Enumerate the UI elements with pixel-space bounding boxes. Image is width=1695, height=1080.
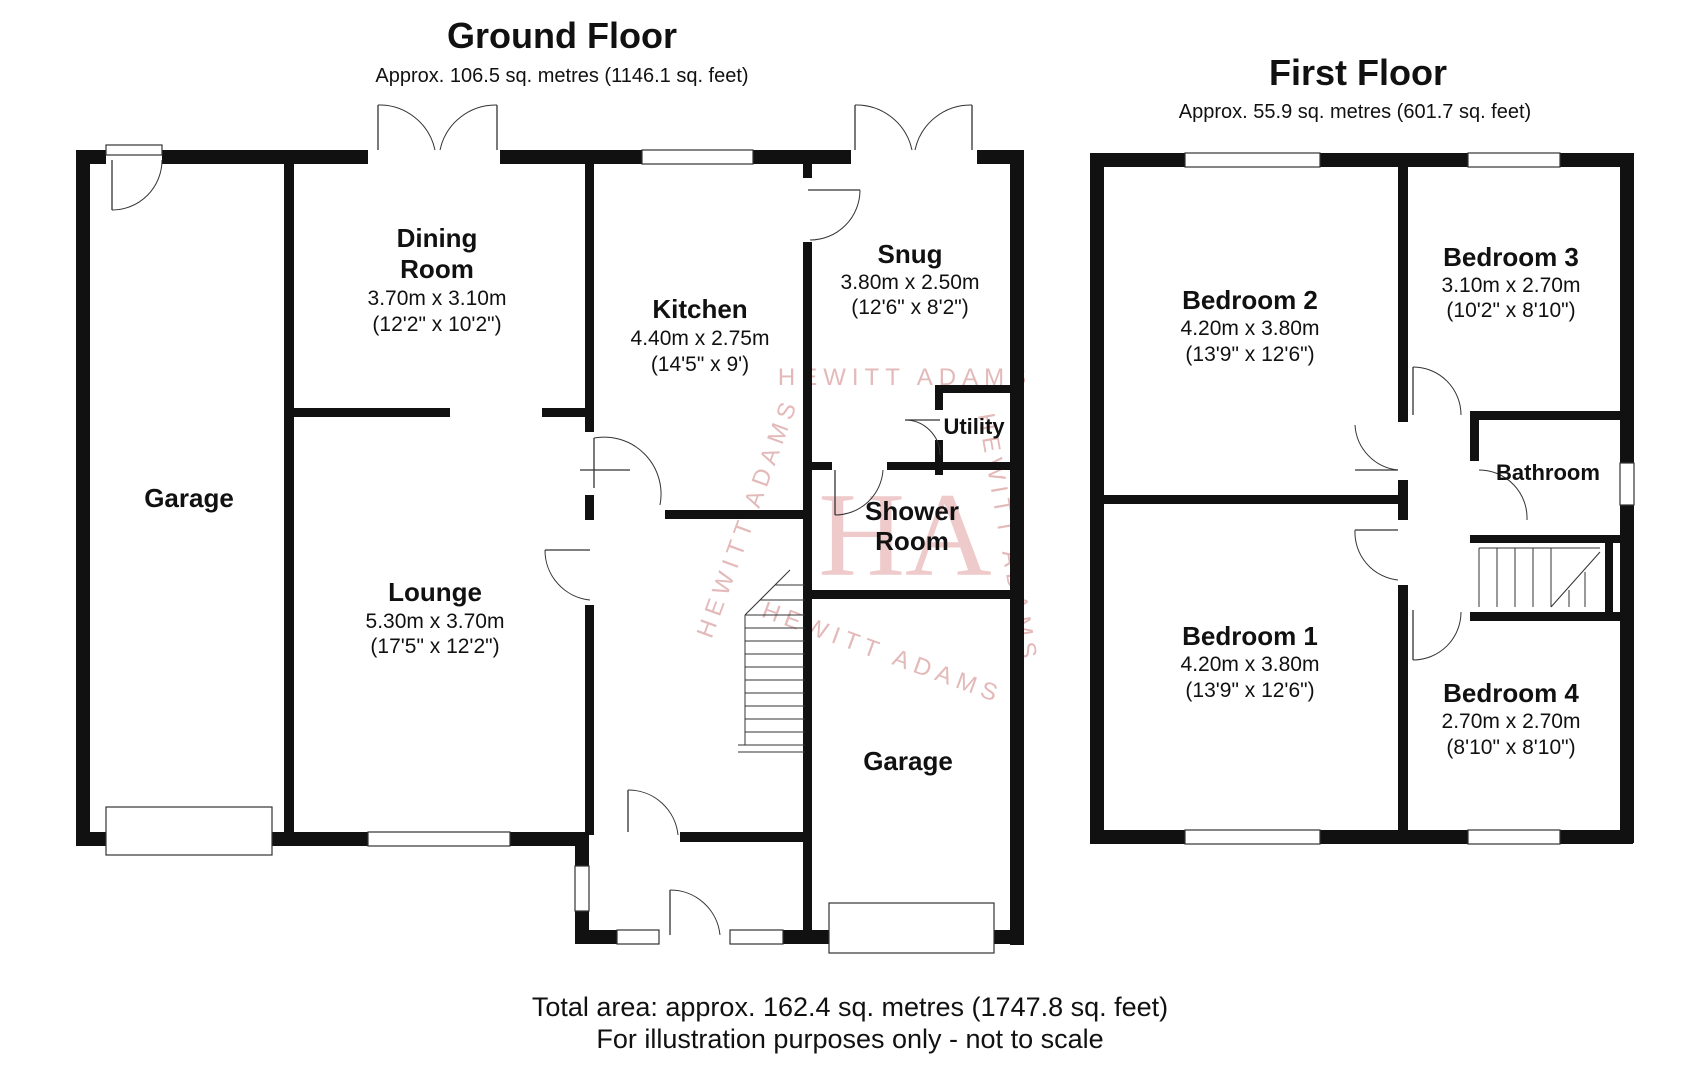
room-label-dining-line1: Dining (397, 223, 478, 253)
room-dim-bedroom3-imperial: (10'2" x 8'10") (1446, 299, 1575, 322)
window (828, 902, 995, 954)
room-label-bedroom2: Bedroom 2 (1182, 285, 1318, 315)
room-label-shower-line2: Room (875, 526, 949, 556)
ground-floor-title: Ground Floor (447, 15, 677, 56)
window (105, 806, 273, 856)
room-label-garage-right: Garage (863, 746, 953, 776)
first-floor-walls (1090, 153, 1634, 844)
room-dim-snug-imperial: (12'6" x 8'2") (851, 296, 968, 319)
ground-floor-area: Approx. 106.5 sq. metres (1146.1 sq. fee… (375, 65, 748, 87)
first-floor-stairs (1478, 547, 1601, 608)
watermark-logo: HA (818, 468, 991, 601)
room-dim-bedroom3-metric: 3.10m x 2.70m (1442, 274, 1581, 297)
room-label-utility: Utility (943, 414, 1005, 439)
room-dim-dining-imperial: (12'2" x 10'2") (372, 313, 501, 336)
room-label-kitchen: Kitchen (652, 294, 747, 324)
ground-floor-walls (76, 150, 1024, 945)
room-dim-bedroom4-metric: 2.70m x 2.70m (1442, 710, 1581, 733)
room-dim-lounge-imperial: (17'5" x 12'2") (370, 635, 499, 658)
room-dim-bedroom2-metric: 4.20m x 3.80m (1181, 317, 1320, 340)
room-dim-bedroom2-imperial: (13'9" x 12'6") (1185, 343, 1314, 366)
room-dim-bedroom1-metric: 4.20m x 3.80m (1181, 653, 1320, 676)
total-area: Total area: approx. 162.4 sq. metres (17… (532, 992, 1168, 1022)
room-label-garage-left: Garage (144, 483, 234, 513)
room-label-dining-line2: Room (400, 254, 474, 284)
window (729, 929, 784, 945)
room-dim-kitchen-metric: 4.40m x 2.75m (631, 327, 770, 350)
first-floor-area: Approx. 55.9 sq. metres (601.7 sq. feet) (1179, 101, 1531, 123)
window (105, 144, 163, 156)
window (574, 865, 590, 912)
first-floor-title: First Floor (1269, 52, 1447, 93)
window (1467, 829, 1561, 845)
room-label-bedroom4: Bedroom 4 (1443, 678, 1579, 708)
disclaimer: For illustration purposes only - not to … (596, 1024, 1103, 1054)
ground-floor-doors (111, 104, 973, 936)
room-label-lounge: Lounge (388, 577, 482, 607)
ground-floor-windows (105, 144, 995, 954)
room-dim-bedroom4-imperial: (8'10" x 8'10") (1446, 736, 1575, 759)
window (1184, 829, 1321, 845)
window (1619, 462, 1635, 506)
ground-floor-stairs (738, 569, 805, 753)
first-floor-doors (1354, 366, 1528, 661)
watermark-text-bottom: HEWITT ADAMS (758, 597, 1006, 709)
room-dim-lounge-metric: 5.30m x 3.70m (366, 610, 505, 633)
room-label-bedroom1: Bedroom 1 (1182, 621, 1318, 651)
room-label-bathroom: Bathroom (1496, 460, 1600, 485)
room-dim-dining-metric: 3.70m x 3.10m (368, 287, 507, 310)
window (641, 149, 754, 165)
room-dim-kitchen-imperial: (14'5" x 9') (651, 353, 749, 376)
window (1184, 152, 1321, 168)
first-floor-windows (1184, 152, 1635, 845)
room-dim-snug-metric: 3.80m x 2.50m (841, 271, 980, 294)
window (367, 831, 511, 847)
room-label-shower-line1: Shower (865, 496, 959, 526)
window (616, 929, 660, 945)
room-dim-bedroom1-imperial: (13'9" x 12'6") (1185, 679, 1314, 702)
room-label-snug: Snug (878, 239, 943, 269)
window (1467, 152, 1561, 168)
room-label-bedroom3: Bedroom 3 (1443, 242, 1579, 272)
